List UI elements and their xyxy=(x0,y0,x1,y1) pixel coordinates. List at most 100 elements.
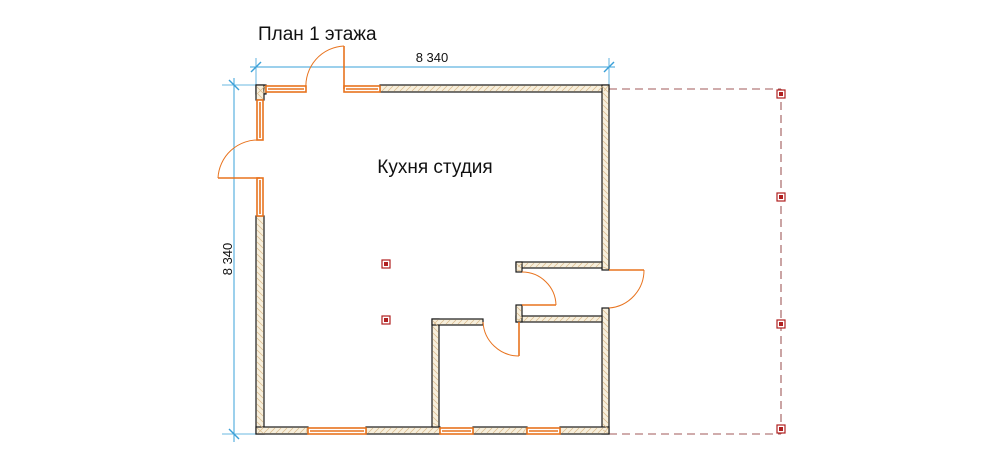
wall-hatch-stroke xyxy=(602,242,609,249)
wall-hatch-stroke xyxy=(405,85,412,92)
door-swing-arc xyxy=(305,45,345,90)
wall-hatch-stroke xyxy=(602,333,609,340)
wall-hatch-stroke xyxy=(602,345,609,352)
wall-hatch-stroke xyxy=(602,122,609,129)
terrace-outline xyxy=(609,88,782,435)
wall-hatch-stroke xyxy=(256,391,264,399)
wall-hatch-stroke xyxy=(432,332,439,339)
windows xyxy=(256,85,561,435)
wall-hatch-stroke xyxy=(432,338,439,345)
wall-hatch-stroke xyxy=(591,427,598,434)
wall-hatch-stroke xyxy=(573,85,580,92)
wall-hatch-stroke xyxy=(547,262,553,268)
wall-hatch-stroke xyxy=(501,85,508,92)
wall-hatch-stroke xyxy=(432,398,439,405)
wall-hatch-stroke xyxy=(602,146,609,153)
wall-hatch-stroke xyxy=(507,85,514,92)
wall-hatch-stroke xyxy=(256,337,264,345)
wall-hatch-stroke xyxy=(475,319,481,325)
wall-hatch-stroke xyxy=(531,85,538,92)
top-dimension: 8 340 xyxy=(250,50,615,90)
wall-hatch-stroke xyxy=(602,212,609,219)
wall-hatch-stroke xyxy=(415,427,422,434)
wall-hatch-stroke xyxy=(256,385,264,393)
top-dimension-label: 8 340 xyxy=(416,50,449,65)
wall-hatch-stroke xyxy=(553,262,559,268)
wall-hatch-stroke xyxy=(602,218,609,225)
wall-hatch-stroke xyxy=(602,194,609,201)
wall-hatch-stroke xyxy=(435,85,442,92)
wall-hatch-stroke xyxy=(602,357,609,364)
wall-hatch-stroke xyxy=(432,362,439,369)
wall-hatch-stroke xyxy=(603,85,609,92)
wall-hatch-stroke xyxy=(602,327,609,334)
wall-hatch-stroke xyxy=(429,85,436,92)
wall-hatch-stroke xyxy=(256,403,264,411)
partition-wall xyxy=(515,304,523,323)
wall-hatch-stroke xyxy=(432,416,439,423)
wall-hatch-stroke xyxy=(579,427,586,434)
wall-hatch-stroke xyxy=(602,98,609,105)
wall-hatch-stroke xyxy=(432,374,439,381)
column-marker-icon xyxy=(381,259,391,269)
wall-hatch-stroke xyxy=(519,85,526,92)
wall-hatch-stroke xyxy=(525,85,532,92)
wall-hatch-stroke xyxy=(549,85,556,92)
wall-hatch-stroke xyxy=(567,427,574,434)
wall-hatch-stroke xyxy=(602,387,609,394)
wall-hatch-stroke xyxy=(433,427,440,434)
wall-hatch-stroke xyxy=(256,343,264,351)
wall-hatch-stroke xyxy=(602,411,609,418)
wall-hatch-stroke xyxy=(516,312,522,318)
wall-hatch-stroke xyxy=(256,295,264,303)
wall-hatch-stroke xyxy=(269,427,276,434)
wall-hatch-stroke xyxy=(469,319,475,325)
left-dimension-label: 8 340 xyxy=(220,243,235,276)
wall-hatch-stroke xyxy=(432,386,439,393)
column-marker-icon xyxy=(776,424,786,434)
wall-hatch-stroke xyxy=(287,427,294,434)
wall-hatch-stroke xyxy=(561,85,568,92)
wall-hatch-stroke xyxy=(559,262,565,268)
wall-hatch-stroke xyxy=(477,85,484,92)
wall-hatch-stroke xyxy=(602,236,609,243)
room-label: Кухня студия xyxy=(377,157,492,178)
wall-hatch-stroke xyxy=(602,339,609,346)
wall-hatch-stroke xyxy=(423,85,430,92)
wall-hatch-stroke xyxy=(433,319,439,325)
wall-hatch-stroke xyxy=(602,128,609,135)
wall-hatch-stroke xyxy=(451,319,457,325)
wall-hatch-stroke xyxy=(602,375,609,382)
wall-hatch-stroke xyxy=(256,92,264,100)
wall-hatch-stroke xyxy=(602,152,609,159)
wall-hatch-stroke xyxy=(465,85,472,92)
wall-hatch-stroke xyxy=(543,85,550,92)
wall-hatch-stroke xyxy=(579,85,586,92)
dimension-tick xyxy=(228,79,240,91)
wall-hatch-stroke xyxy=(602,423,609,430)
wall-hatch-stroke xyxy=(516,306,522,312)
wall-hatch-stroke xyxy=(523,262,529,268)
wall-hatch-stroke xyxy=(299,427,306,434)
wall-hatch-stroke xyxy=(387,85,394,92)
wall-hatch-stroke xyxy=(516,318,522,322)
wall-hatch-stroke xyxy=(516,427,523,434)
wall-hatch-stroke xyxy=(432,404,439,411)
wall-hatch-stroke xyxy=(447,85,454,92)
wall-hatch-stroke xyxy=(585,85,592,92)
wall-hatch-stroke xyxy=(522,427,527,434)
wall-hatch-stroke xyxy=(439,319,445,325)
wall-hatch-stroke xyxy=(489,85,496,92)
wall-hatch-stroke xyxy=(602,200,609,207)
wall-hatch-stroke xyxy=(602,170,609,177)
wall-hatch-stroke xyxy=(495,85,502,92)
wall-hatch-stroke xyxy=(571,262,577,268)
wall-hatch-stroke xyxy=(409,427,416,434)
partition-wall xyxy=(515,315,603,323)
wall-hatch-stroke xyxy=(486,427,493,434)
wall-hatch-stroke xyxy=(529,262,535,268)
wall-hatch-stroke xyxy=(602,309,609,316)
wall-hatch-stroke xyxy=(510,427,517,434)
wall-hatch-stroke xyxy=(256,325,264,333)
wall-hatch-stroke xyxy=(602,188,609,195)
